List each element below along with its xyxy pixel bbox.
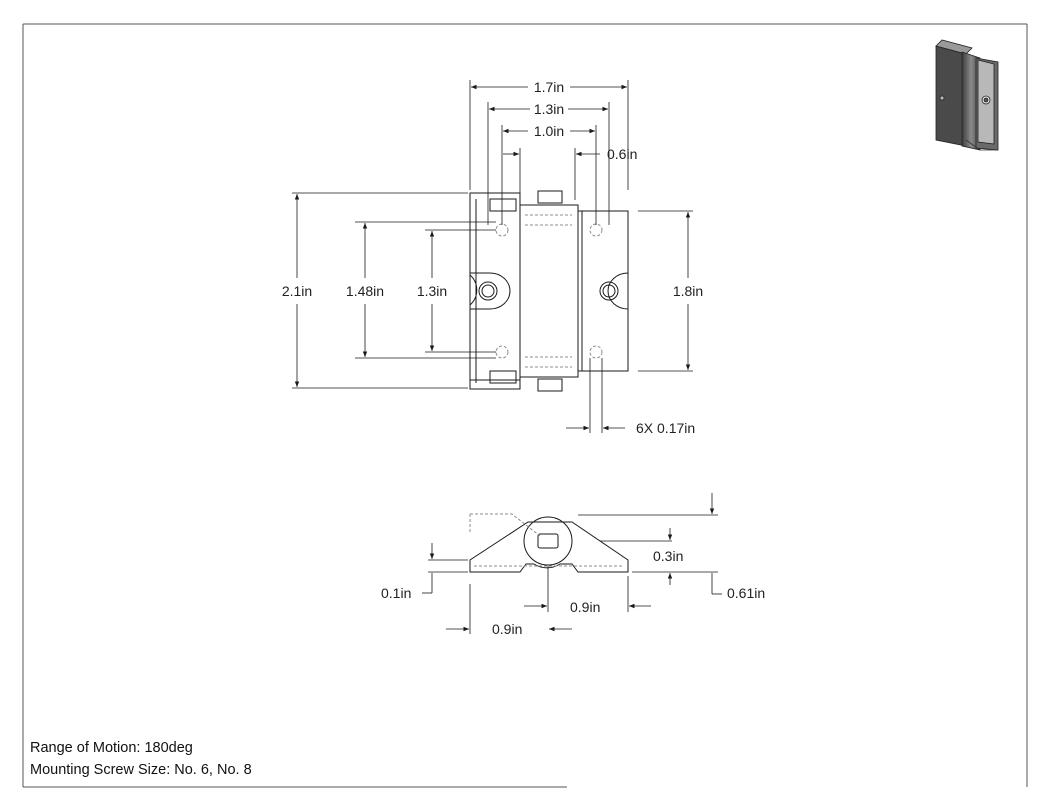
drawing-frame [22,23,1028,788]
side-view-dimension-lines [422,493,722,634]
side-view-dimension-labels: 0.3in 0.1in 0.61in 0.9in 0.9in [381,548,765,637]
hinge-side-view [469,513,629,573]
dim-half-width-right: 0.9in [570,599,600,615]
dim-hole-diameter: 6X 0.17in [636,420,695,436]
dim-width-3: 0.6in [607,146,637,162]
range-of-motion-note: Range of Motion: 180deg [30,740,193,756]
dim-overall-width: 1.7in [534,79,564,95]
dim-width-1: 1.3in [534,101,564,117]
dim-height-1: 1.48in [346,283,384,299]
dim-total-thickness: 0.61in [727,585,765,601]
dim-half-width-left: 0.9in [492,621,522,637]
mounting-screw-size-note: Mounting Screw Size: No. 6, No. 8 [30,762,252,778]
dim-height-2: 1.3in [417,283,447,299]
hinge-isometric-thumbnail [935,39,999,151]
dim-width-2: 1.0in [534,123,564,139]
dim-edge-thickness: 0.1in [381,585,411,601]
top-view-dimension-lines [292,80,693,433]
dim-overall-height: 2.1in [282,283,312,299]
dim-leaf-height: 1.8in [673,283,703,299]
hinge-top-view [469,190,629,392]
top-view-dimension-labels: 1.7in 1.3in 1.0in 0.6in 2.1in 1.48in 1.3… [282,79,703,436]
dim-thickness: 0.3in [653,548,683,564]
